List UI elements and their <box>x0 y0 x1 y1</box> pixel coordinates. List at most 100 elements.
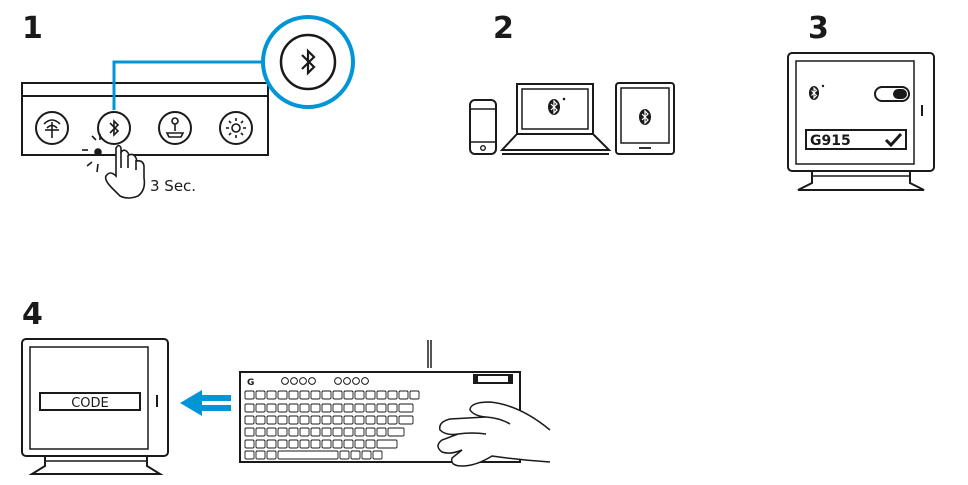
keyboard-key <box>255 439 266 449</box>
typing-hand-icon <box>437 401 551 467</box>
keyboard-key <box>365 415 376 425</box>
press-flash-icon <box>82 134 102 173</box>
pressing-hand-icon <box>104 144 146 199</box>
keyboard-key <box>266 403 277 413</box>
keyboard-key <box>310 403 321 413</box>
keyboard-key <box>244 427 255 437</box>
keyboard-key <box>376 415 387 425</box>
device-name: G915 <box>810 133 851 149</box>
keyboard-key <box>288 415 299 425</box>
keyboard-key <box>332 403 343 413</box>
keyboard-key <box>244 403 255 413</box>
keyboard-key <box>321 415 332 425</box>
keyboard-key <box>310 427 321 437</box>
bluetooth-toggle[interactable] <box>874 86 910 102</box>
media-key <box>308 377 316 385</box>
keyboard-key <box>376 439 398 449</box>
keyboard-key <box>288 427 299 437</box>
keyboard-key <box>343 427 354 437</box>
keyboard-key <box>376 427 387 437</box>
keyboard-key <box>244 390 255 400</box>
lightspeed-icon <box>43 119 61 138</box>
keyboard-key <box>365 427 376 437</box>
bluetooth-icon <box>109 119 120 137</box>
keyboard-key <box>288 390 299 400</box>
keyboard-key <box>398 403 414 413</box>
brightness-icon <box>226 118 246 138</box>
keyboard-key <box>277 450 339 460</box>
keyboard-key <box>398 415 414 425</box>
keyboard-key <box>387 390 398 400</box>
checkmark-icon <box>884 132 903 148</box>
bluetooth-icon <box>639 109 651 125</box>
phone-icon <box>469 99 497 155</box>
keyboard-key <box>266 415 277 425</box>
keyboard-key <box>354 403 365 413</box>
keyboard-key <box>332 427 343 437</box>
keyboard-key <box>277 415 288 425</box>
svg-text:G: G <box>247 378 254 388</box>
keyboard-key <box>244 450 255 460</box>
step-3-number: 3 <box>808 11 829 46</box>
keyboard-key <box>299 403 310 413</box>
keyboard-key <box>387 427 405 437</box>
step-4-number: 4 <box>22 297 43 332</box>
keyboard-key <box>244 439 255 449</box>
keyboard-key <box>266 439 277 449</box>
media-key <box>352 377 360 385</box>
keyboard-key <box>266 427 277 437</box>
code-label: CODE <box>71 396 109 411</box>
keyboard-key <box>299 415 310 425</box>
keyboard-key <box>277 427 288 437</box>
keyboard-key <box>343 415 354 425</box>
device-list-item[interactable]: G915 <box>805 129 907 150</box>
keyboard-key <box>255 415 266 425</box>
keyboard-key <box>277 390 288 400</box>
joystick-icon <box>165 117 185 138</box>
keyboard-key <box>310 439 321 449</box>
keyboard-key <box>266 390 277 400</box>
tablet-icon <box>615 82 675 155</box>
keyboard-key <box>343 403 354 413</box>
keyboard-key <box>321 390 332 400</box>
keyboard-key <box>339 450 350 460</box>
keyboard-key <box>354 427 365 437</box>
step-4-panel: CODE G <box>21 338 551 475</box>
keyboard-key <box>277 439 288 449</box>
bluetooth-icon <box>548 97 566 115</box>
keyboard-key <box>376 403 387 413</box>
keyboard-key <box>288 439 299 449</box>
keyboard-key <box>310 415 321 425</box>
step-2-number: 2 <box>493 11 514 46</box>
keyboard-key <box>299 390 310 400</box>
keyboard-key <box>321 403 332 413</box>
keyboard-key <box>354 390 365 400</box>
keyboard-key <box>365 390 376 400</box>
lightspeed-key <box>35 111 69 145</box>
media-key <box>361 377 369 385</box>
keyboard-key <box>266 450 277 460</box>
keyboard-key <box>321 427 332 437</box>
code-field[interactable]: CODE <box>39 392 141 411</box>
keyboard-key <box>343 439 354 449</box>
tablet-icon <box>787 52 935 172</box>
step-1-panel: 3 Sec. <box>21 15 355 199</box>
keyboard-key <box>365 439 376 449</box>
bluetooth-icon <box>809 84 825 100</box>
keyboard-key <box>350 450 361 460</box>
keyboard-key <box>332 439 343 449</box>
media-key <box>281 377 289 385</box>
keyboard-key <box>354 439 365 449</box>
step-1-number: 1 <box>22 11 43 46</box>
keyboard-key <box>343 390 354 400</box>
keyboard-key <box>376 390 387 400</box>
keyboard-key <box>255 427 266 437</box>
step-3-panel: G915 <box>787 52 935 191</box>
bluetooth-icon <box>301 48 316 76</box>
keyboard-key <box>398 390 409 400</box>
keyboard-key <box>244 415 255 425</box>
keyboard-key <box>361 450 372 460</box>
keyboard-key <box>255 403 266 413</box>
keyboard-key <box>365 403 376 413</box>
bluetooth-callout <box>261 15 355 109</box>
